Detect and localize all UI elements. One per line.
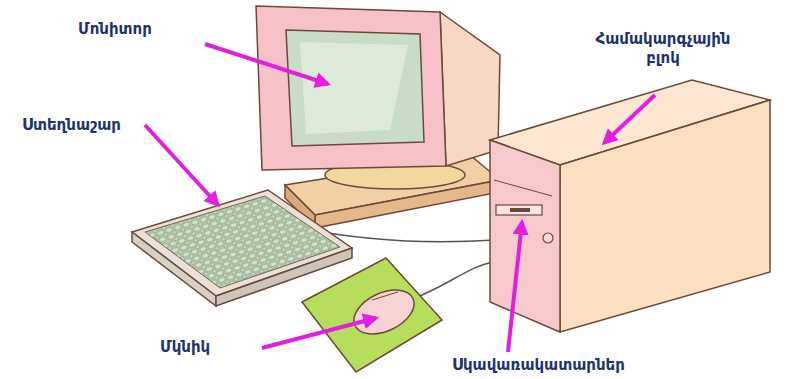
keyboard-front <box>132 232 216 306</box>
mouse-cable <box>410 262 495 300</box>
leader-arrow <box>205 44 328 84</box>
monitor-bezel <box>256 6 446 170</box>
tower-side <box>560 100 770 332</box>
part-label: Ստեղնաշար <box>22 116 152 135</box>
mouse-body <box>347 281 421 342</box>
part-label: Սկավառակատարներ <box>452 356 652 375</box>
leader-arrow <box>262 318 376 348</box>
part-label: Մկնիկ <box>160 338 260 357</box>
mouse-button-line <box>372 292 398 300</box>
keyboard-body <box>132 190 352 296</box>
leader-arrow <box>508 222 522 352</box>
disk-drive-opening <box>510 208 530 212</box>
screen-glare <box>300 42 408 134</box>
power-button <box>543 233 553 243</box>
part-label: Մոնիտոր <box>78 20 208 39</box>
monitor-screen <box>286 30 424 146</box>
mouse-pad <box>302 258 442 372</box>
tower-front <box>490 140 560 332</box>
leader-arrow <box>145 125 218 205</box>
tower-panel-line <box>494 180 552 196</box>
disk-drive-slot <box>496 205 542 215</box>
leader-arrow <box>604 95 655 143</box>
part-label: Համակարգչային բլոկ <box>588 30 738 68</box>
